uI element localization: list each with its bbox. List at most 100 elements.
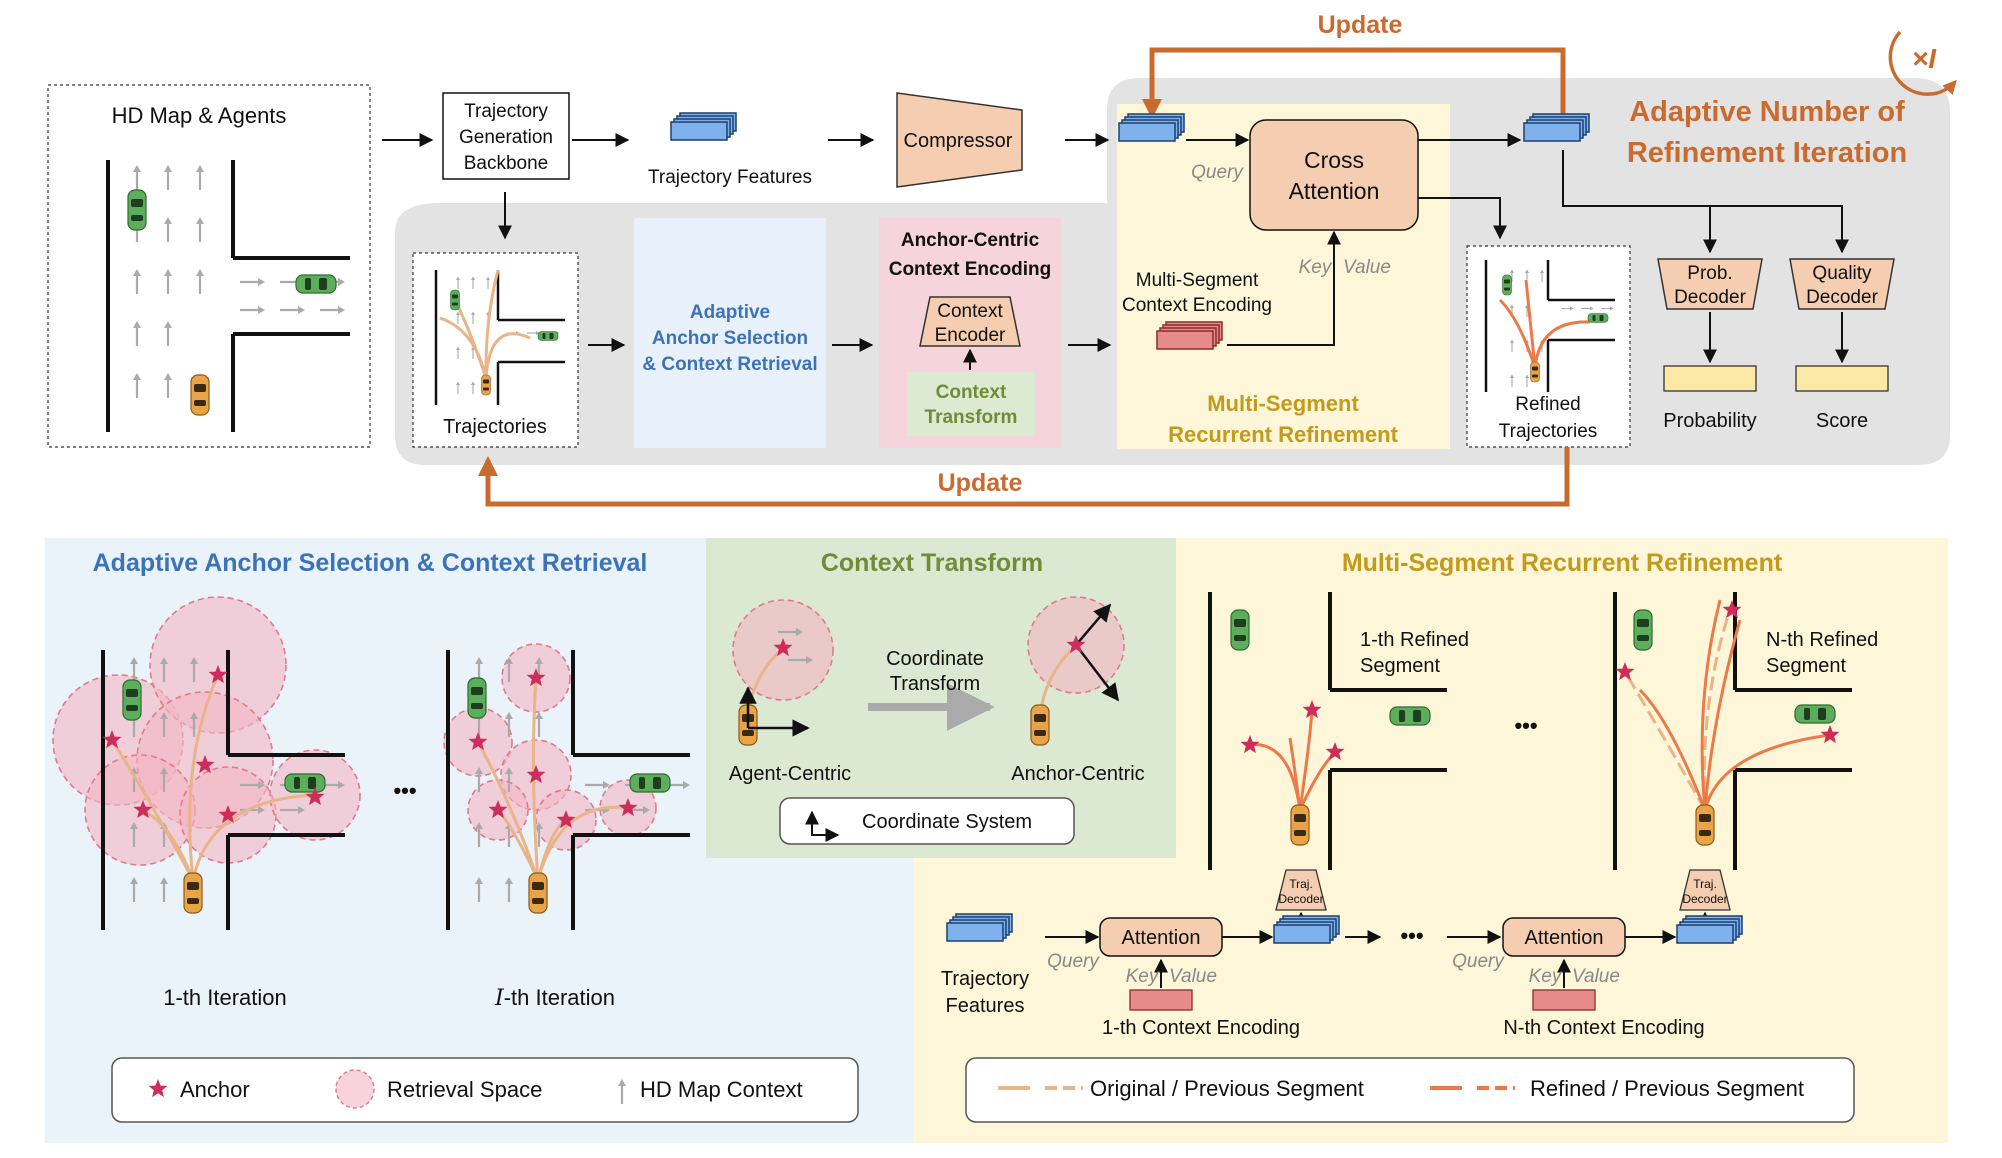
context-encoder-line1: Context <box>937 301 1003 322</box>
retrieval-space-icon <box>335 1069 375 1109</box>
agent-car-icon <box>450 289 460 311</box>
quality-decoder-box: Quality Decoder <box>1789 258 1895 310</box>
context-encoder-line2: Encoder <box>935 325 1006 346</box>
agent-car-icon <box>629 773 671 793</box>
attention-1-label: Attention <box>1122 927 1201 949</box>
query-label: Query <box>1191 162 1244 183</box>
context-transform-line1: Context <box>936 382 1007 403</box>
backbone-line1: Trajectory <box>464 101 548 122</box>
ctxN-label: N-th Context Encoding <box>1503 1017 1704 1039</box>
anchor-centric-scene <box>1027 596 1125 746</box>
traj-features-line2: Features <box>946 995 1025 1017</box>
anchor-centric-line2: Context Encoding <box>889 259 1052 280</box>
iteration-cycle-icon: ×I <box>1888 30 1957 96</box>
attention-n-label: Attention <box>1525 927 1604 949</box>
multi-seg-context-stack <box>1156 321 1223 350</box>
anchor-centric-line1: Anchor-Centric <box>901 230 1040 251</box>
ego-car-icon <box>481 374 491 396</box>
segment-ellipsis: ••• <box>1514 713 1537 738</box>
iteration-1-label: 1-th Iteration <box>163 985 287 1010</box>
anchor-selection-line1: Adaptive <box>690 302 770 323</box>
multi-seg-ctx-line1: Multi-Segment <box>1136 270 1259 291</box>
context-encoding-1 <box>1129 989 1193 1011</box>
query-feature-stack <box>1118 113 1185 142</box>
ego-car-icon <box>1530 361 1540 383</box>
value-label: Value <box>1343 257 1391 278</box>
segN-line1: N-th Refined <box>1766 629 1878 651</box>
iteration-ellipsis: ••• <box>393 778 416 803</box>
multi-seg-ctx-line2: Context Encoding <box>1122 295 1272 316</box>
agent-car-icon <box>1230 609 1250 651</box>
coord-transform-line2: Transform <box>890 673 980 695</box>
quality-decoder-line2: Decoder <box>1806 287 1878 308</box>
agent-car-icon <box>1389 706 1431 726</box>
key-label: Key <box>1299 257 1333 278</box>
seg1-line1: 1-th Refined <box>1360 629 1469 651</box>
update-top-arrow <box>1142 47 1566 126</box>
compressor-label: Compressor <box>904 130 1013 152</box>
traj-decoder-1-line2: Decoder <box>1278 892 1323 906</box>
traj-decoder-n-line2: Decoder <box>1682 892 1727 906</box>
iteration-i-suffix: -th Iteration <box>504 985 615 1010</box>
trajectory-features-label: Trajectory Features <box>648 167 812 188</box>
context-encoder-box: Context Encoder <box>919 296 1021 347</box>
iteration-1-scene <box>52 596 361 930</box>
value-label-n: Value <box>1572 966 1620 987</box>
quality-decoder-line1: Quality <box>1812 263 1872 284</box>
backbone-line3: Backbone <box>464 153 549 174</box>
anchor-centric-label: Anchor-Centric <box>1011 763 1144 785</box>
coord-transform-line1: Coordinate <box>886 648 984 670</box>
times-i-label: ×I <box>1912 43 1937 74</box>
traj-decoder-1-line1: Traj. <box>1289 877 1313 891</box>
iteration-i-scene <box>443 643 692 930</box>
probability-label: Probability <box>1663 410 1756 432</box>
query-label-n: Query <box>1452 951 1505 972</box>
adaptive-iteration-line2: Refinement Iteration <box>1627 137 1907 169</box>
legend-anchor: Anchor <box>180 1077 250 1102</box>
score-output <box>1795 365 1889 392</box>
hd-map-panel: HD Map & Agents <box>47 84 371 448</box>
agent-car-icon <box>295 274 337 294</box>
legend-retrieval: Retrieval Space <box>387 1077 542 1102</box>
ctx1-label: 1-th Context Encoding <box>1102 1017 1300 1039</box>
seg1-line2: Segment <box>1360 655 1440 677</box>
probability-output <box>1663 365 1757 392</box>
panel3-title: Multi-Segment Recurrent Refinement <box>1342 549 1783 577</box>
agent-centric-label: Agent-Centric <box>729 763 851 785</box>
traj-features-line1: Trajectory <box>941 968 1029 990</box>
coord-system-label: Coordinate System <box>862 811 1032 833</box>
agent-car-icon <box>537 331 559 341</box>
value-label-1: Value <box>1169 966 1217 987</box>
ego-car-icon <box>528 872 548 914</box>
agent-car-icon <box>127 189 147 231</box>
attention-box-1: Attention <box>1099 917 1223 957</box>
query-label-1: Query <box>1047 951 1100 972</box>
legend-map: HD Map Context <box>640 1077 803 1102</box>
anchor-selection-line2: Anchor Selection <box>652 328 808 349</box>
cross-attention-line1: Cross <box>1304 147 1364 173</box>
hd-map-title: HD Map & Agents <box>112 103 287 128</box>
refined-trajectories-line2: Trajectories <box>1499 421 1598 442</box>
update-top-label: Update <box>1318 11 1403 39</box>
segment-1-scene: 1-th Refined Segment <box>1208 592 1469 870</box>
panel2-title: Context Transform <box>821 549 1043 577</box>
segment-n-scene: N-th Refined Segment <box>1613 592 1878 870</box>
prob-decoder-line1: Prob. <box>1687 263 1732 284</box>
refined-trajectories-panel: Refined Trajectories <box>1466 245 1631 448</box>
context-transform-box: Context Transform <box>907 372 1035 436</box>
segN-line2: Segment <box>1766 655 1846 677</box>
anchor-selection-box <box>634 218 826 448</box>
context-transform-line2: Transform <box>925 407 1018 428</box>
key-label-1: Key <box>1126 966 1160 987</box>
seg1-feature-stack <box>1273 915 1340 944</box>
panel1-title: Adaptive Anchor Selection & Context Retr… <box>93 549 648 577</box>
update-bottom-arrow <box>478 447 1570 507</box>
iteration-i-italic: I <box>494 986 505 1011</box>
attention-ellipsis: ••• <box>1400 923 1423 948</box>
ego-car-icon <box>1695 804 1715 846</box>
segN-feature-stack <box>1676 915 1743 944</box>
traj-decoder-n: Traj. Decoder <box>1679 869 1731 911</box>
context-encoding-n <box>1532 989 1596 1011</box>
panel1-legend: Anchor Retrieval Space HD Map Context <box>111 1057 859 1123</box>
traj-features-stack <box>946 913 1013 942</box>
